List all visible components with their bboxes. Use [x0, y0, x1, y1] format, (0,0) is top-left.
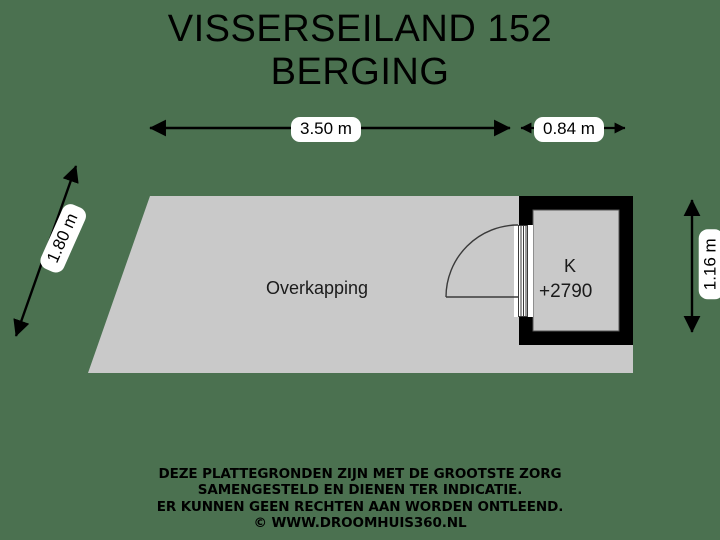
page-title: VISSERSEILAND 152 BERGING: [0, 8, 720, 93]
footer-line-3: ER KUNNEN GEEN RECHTEN AAN WORDEN ONTLEE…: [156, 498, 564, 515]
footer-line-4: © WWW.DROOMHUIS360.NL: [253, 515, 467, 532]
dimension-label-top-side: 0.84 m: [534, 117, 604, 142]
door-panel: [518, 225, 528, 317]
footer-line-2: SAMENGESTELD EN DIENEN TER INDICATIE.: [197, 482, 523, 499]
room-label-storage-height: +2790: [539, 281, 593, 302]
dimension-label-top-main: 3.50 m: [291, 117, 361, 142]
footer-disclaimer: DEZE PLATTEGRONDEN ZIJN MET DE GROOTSTE …: [0, 466, 720, 532]
room-label-overkapping: Overkapping: [266, 278, 369, 298]
dimension-label-right: 1.16 m: [698, 229, 720, 300]
title-subject: BERGING: [270, 50, 450, 93]
overkapping-floor: [88, 196, 633, 373]
room-label-storage-code: K: [564, 256, 577, 276]
title-address: VISSERSEILAND 152: [167, 8, 553, 50]
door-swing-icon: [445, 224, 519, 298]
footer-line-1: DEZE PLATTEGRONDEN ZIJN MET DE GROOTSTE …: [158, 466, 562, 482]
